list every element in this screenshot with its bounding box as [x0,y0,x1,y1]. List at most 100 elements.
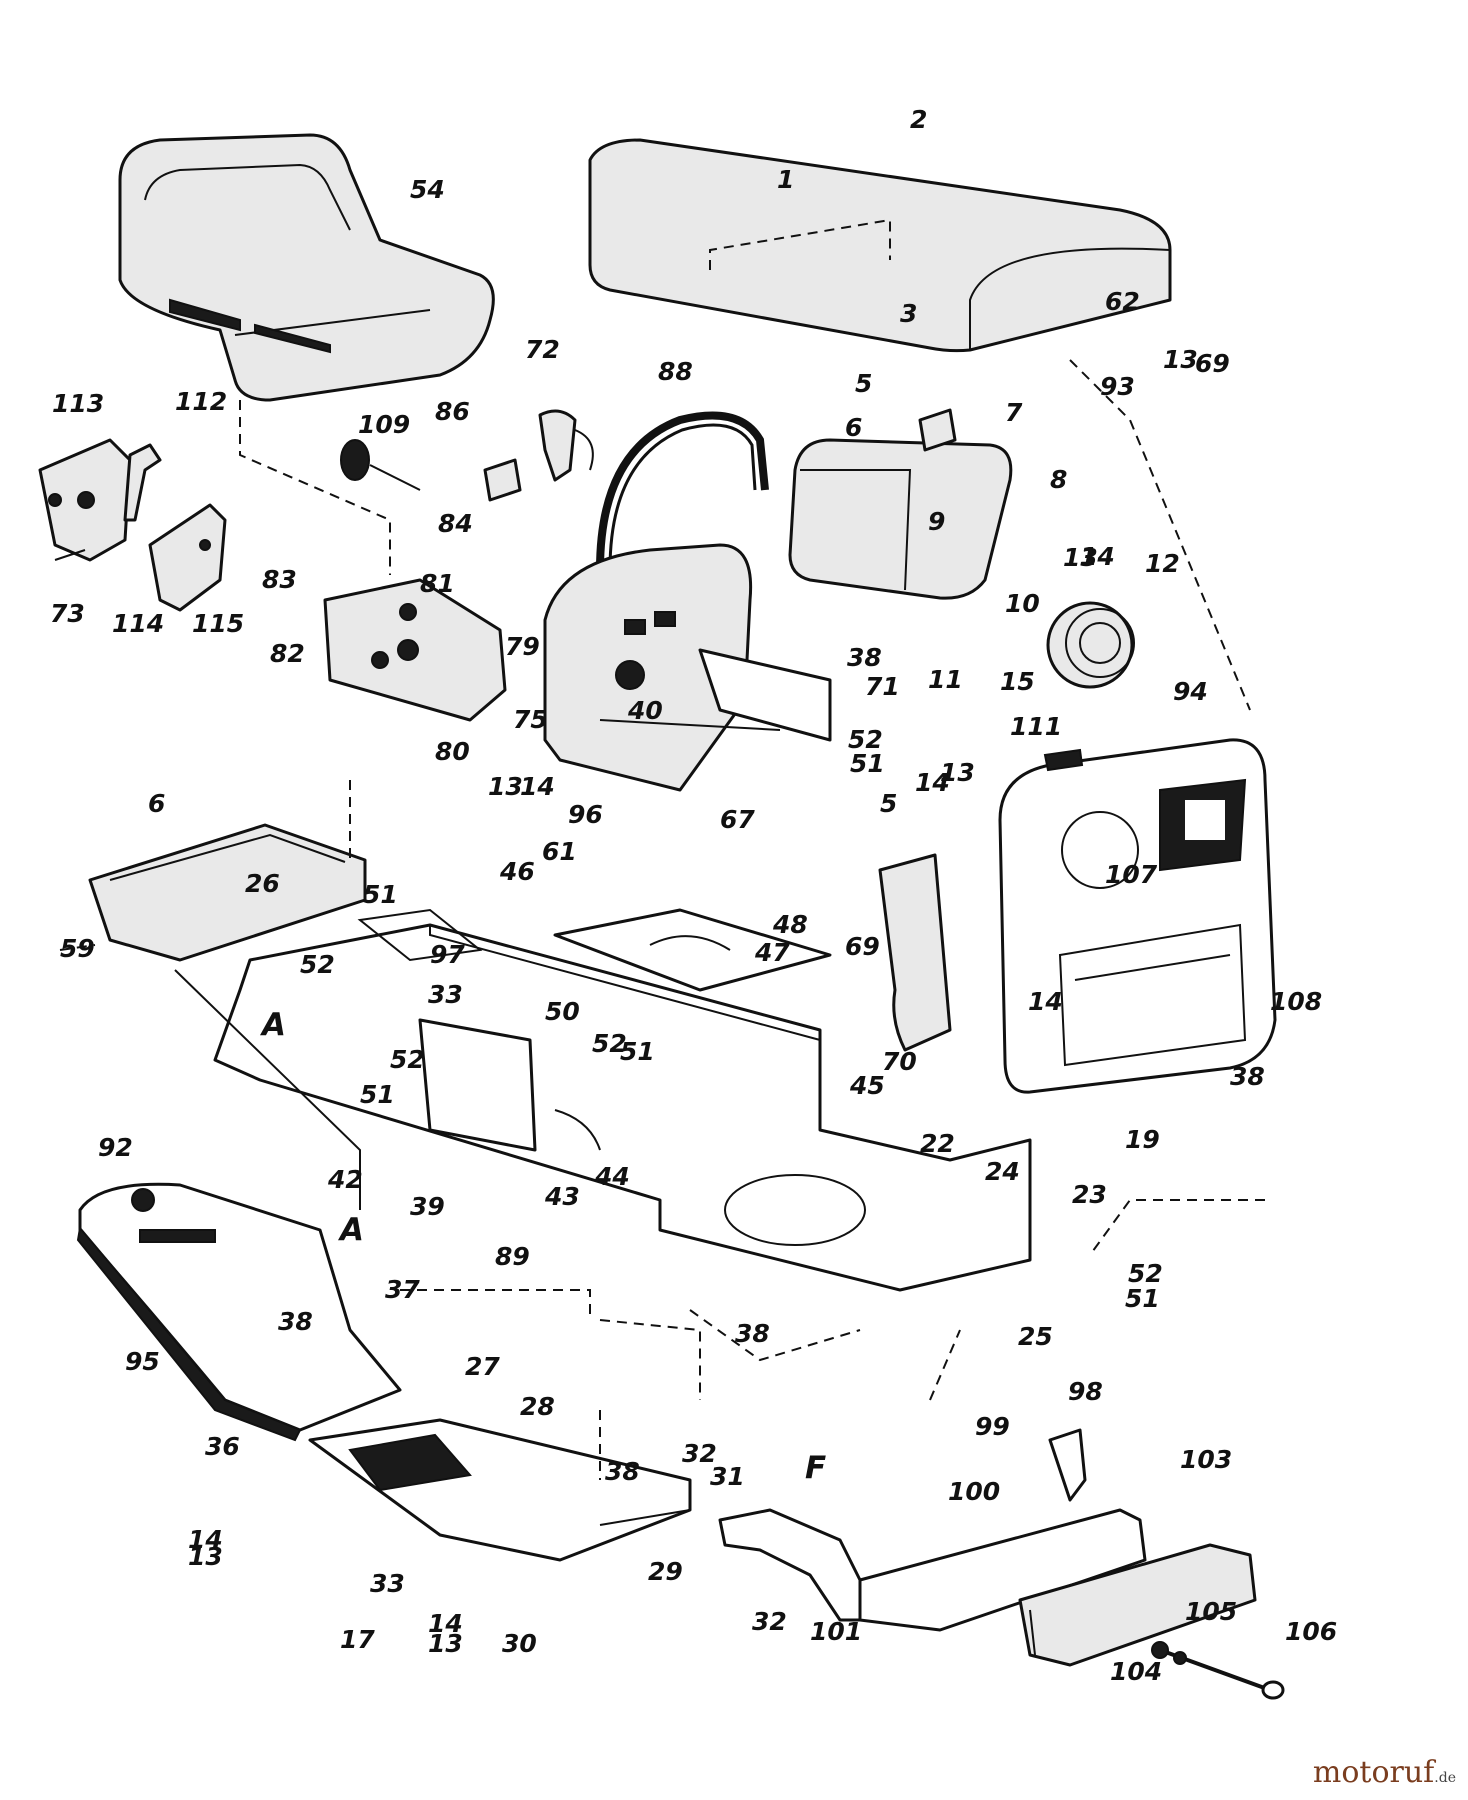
part-callout-82: 82 [270,639,305,668]
part-callout-93: 93 [1100,372,1135,401]
part-callout-44: 44 [594,1162,630,1191]
part-callout-52: 52 [300,950,335,979]
part-callout-114: 114 [112,609,164,638]
part-callout-95: 95 [125,1347,160,1376]
hood-part [588,138,1172,353]
part-callout-52: 52 [592,1029,627,1058]
part-callout-40: 40 [627,696,663,725]
part-callout-14: 14 [915,768,950,797]
part-callout-67: 67 [720,805,755,834]
part-callout-73: 73 [50,599,85,628]
part-callout-47: 47 [754,938,790,967]
part-callout-72: 72 [525,335,560,364]
part-callout-99: 99 [975,1412,1010,1441]
seat-part [118,133,495,575]
part-callout-104: 104 [1110,1657,1162,1686]
bumper-bolt-part [1151,1641,1285,1700]
part-callout-83: 83 [262,565,297,594]
part-callout-81: 81 [420,569,455,598]
section-marker-a: A [259,1007,286,1043]
part-callout-15: 15 [1000,667,1035,696]
part-callout-12: 12 [1145,549,1180,578]
part-callout-51: 51 [1125,1284,1160,1313]
main-frame-part [213,908,1032,1292]
part-callout-112: 112 [175,387,227,416]
front-bumper-part [1018,1543,1257,1667]
part-callout-96: 96 [568,800,603,829]
part-callout-50: 50 [545,997,580,1026]
part-callout-109: 109 [358,410,410,439]
lever-assembly-part [38,438,227,612]
part-callout-30: 30 [502,1629,537,1658]
part-callout-54: 54 [410,175,445,204]
part-callout-32: 32 [752,1607,787,1636]
part-callout-46: 46 [499,857,535,886]
part-callout-36: 36 [205,1432,240,1461]
part-callout-14: 14 [1028,987,1063,1016]
part-callout-105: 105 [1185,1597,1237,1626]
part-callout-3: 3 [900,299,917,328]
part-callout-75: 75 [513,705,548,734]
mount-bracket-part [323,578,507,722]
part-callout-38: 38 [1230,1062,1265,1091]
part-callout-51: 51 [850,749,885,778]
part-callout-22: 22 [920,1129,955,1158]
part-callout-38: 38 [278,1307,313,1336]
motoruf-logo: motoruf.de [1313,1755,1456,1790]
part-callout-106: 106 [1285,1617,1337,1646]
section-marker-a: A [337,1212,364,1248]
part-callout-69: 69 [1195,349,1230,378]
part-callout-94: 94 [1173,677,1208,706]
dash-arch-part [596,411,769,571]
part-callout-26: 26 [245,869,280,898]
part-callout-79: 79 [505,632,540,661]
part-callout-51: 51 [363,880,398,909]
part-callout-37: 37 [385,1275,420,1304]
pan-plate-part [553,908,832,992]
section-marker-f: F [805,1450,826,1486]
part-callout-89: 89 [495,1242,530,1271]
part-callout-28: 28 [520,1392,555,1421]
part-callout-38: 38 [847,643,882,672]
part-callout-103: 103 [1180,1445,1232,1474]
part-callout-70: 70 [882,1047,917,1076]
part-callout-13: 13 [488,772,523,801]
part-callout-5: 5 [880,789,897,818]
part-callout-107: 107 [1105,860,1158,889]
part-callout-13: 13 [940,758,975,787]
part-callout-31: 31 [710,1462,745,1491]
part-callout-13: 13 [1163,345,1198,374]
part-callout-33: 33 [370,1569,405,1598]
part-callout-100: 100 [948,1477,1000,1506]
ignition-switch-part [340,409,594,502]
part-callout-23: 23 [1072,1180,1107,1209]
part-callout-115: 115 [192,609,244,638]
part-callout-69: 69 [845,932,880,961]
part-callout-88: 88 [658,357,693,386]
part-callout-25: 25 [1018,1322,1053,1351]
part-callout-29: 29 [648,1557,683,1586]
part-callout-113: 113 [52,389,104,418]
fuel-tank-part [788,408,1013,600]
part-callout-10: 10 [1005,589,1040,618]
part-callout-111: 111 [1010,712,1062,741]
battery-tray-part [88,823,367,962]
part-callout-52: 52 [1128,1259,1163,1288]
part-callout-17: 17 [340,1625,375,1654]
part-callout-14: 14 [520,772,555,801]
part-callout-52: 52 [390,1045,425,1074]
part-callout-11: 11 [928,665,963,694]
part-callout-14: 14 [428,1609,463,1638]
left-footrest-part [76,1182,402,1442]
side-fender-part [878,853,952,1052]
part-callout-80: 80 [435,737,470,766]
logo-tld: .de [1434,1770,1456,1786]
front-grille-part [998,738,1277,1094]
part-callout-108: 108 [1270,987,1322,1016]
part-callout-86: 86 [435,397,470,426]
part-callout-24: 24 [985,1157,1020,1186]
part-callout-5: 5 [855,369,872,398]
part-callout-97: 97 [430,940,465,969]
